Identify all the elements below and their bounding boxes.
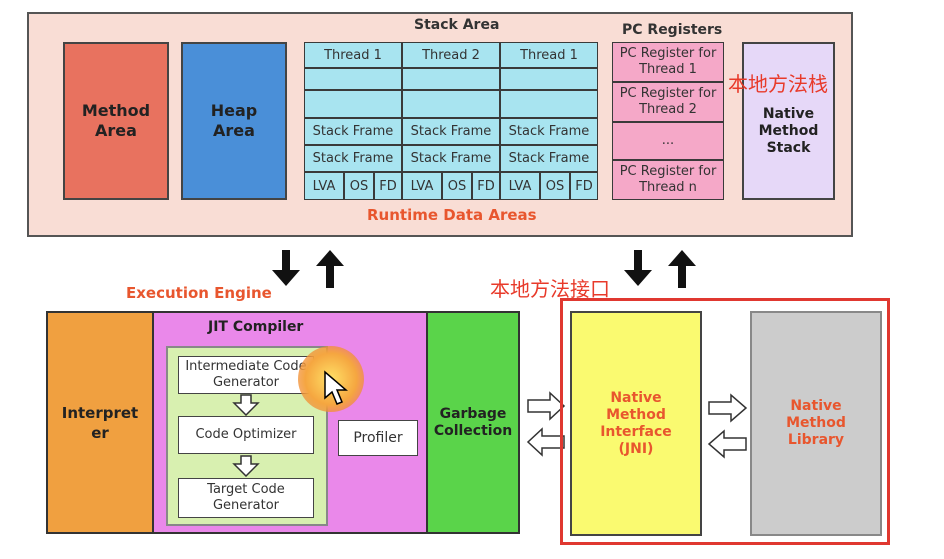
stack-cell: [402, 90, 500, 118]
stack-frame-cell: Stack Frame: [402, 118, 500, 145]
stack-frame-cell: Stack Frame: [304, 118, 402, 145]
up-arrow-icon: [668, 250, 696, 288]
down-arrow-icon: [624, 250, 652, 286]
native-method-interface: Native Method Interface (JNI): [570, 311, 702, 536]
stack-area-title: Stack Area: [414, 17, 500, 33]
up-down-arrows-right: [624, 250, 696, 288]
method-area: Method Area: [63, 42, 169, 200]
stack-frame-cell: Stack Frame: [500, 145, 598, 172]
fd-cell: FD: [472, 172, 500, 200]
os-cell: OS: [540, 172, 570, 200]
stack-cell: [402, 68, 500, 90]
heap-area: Heap Area: [181, 42, 287, 200]
native-interface-cn-label: 本地方法接口: [490, 277, 610, 301]
up-arrow-icon: [316, 250, 344, 288]
right-hollow-arrow-icon: [527, 391, 566, 421]
native-interface-highlight: [560, 298, 890, 545]
lva-cell: LVA: [402, 172, 442, 200]
interpreter: Interpret er: [46, 311, 154, 534]
stack-frame-cell: Stack Frame: [500, 118, 598, 145]
up-down-arrows-left: [272, 250, 344, 288]
fd-cell: FD: [374, 172, 402, 200]
thread-cell: Thread 1: [500, 42, 598, 68]
pc-register: PC Register for Thread n: [612, 160, 724, 200]
native-method-library: Native Method Library: [750, 311, 882, 536]
stack-cell: [304, 68, 402, 90]
stack-cell: [500, 90, 598, 118]
thread-cell: Thread 1: [304, 42, 402, 68]
target-code-generator: Target Code Generator: [178, 478, 314, 518]
pc-registers-title: PC Registers: [622, 22, 723, 38]
stack-cell: [304, 90, 402, 118]
jni-library-arrows: [707, 393, 748, 459]
intermediate-code-generator: Intermediate Code Generator: [178, 356, 314, 394]
execution-engine-label: Execution Engine: [126, 284, 272, 302]
pc-register: PC Register for Thread 2: [612, 82, 724, 122]
stack-area: Thread 1 Thread 2 Thread 1 Stack Frame S…: [304, 42, 598, 200]
thread-cell: Thread 2: [402, 42, 500, 68]
pc-register-ellipsis: ...: [612, 122, 724, 160]
profiler: Profiler: [338, 420, 418, 456]
native-method-stack: Native Method Stack: [742, 42, 835, 200]
down-hollow-arrow-icon: [232, 455, 260, 477]
down-arrow-icon: [272, 250, 300, 286]
stack-frame-cell: Stack Frame: [304, 145, 402, 172]
os-cell: OS: [344, 172, 374, 200]
mouse-cursor-icon: [324, 370, 348, 405]
right-hollow-arrow-icon: [708, 393, 748, 423]
lva-cell: LVA: [500, 172, 540, 200]
left-hollow-arrow-icon: [526, 427, 565, 457]
left-hollow-arrow-icon: [707, 429, 747, 459]
jit-compiler-title: JIT Compiler: [208, 319, 304, 335]
code-optimizer: Code Optimizer: [178, 416, 314, 454]
lva-cell: LVA: [304, 172, 344, 200]
native-method-stack-cn-label: 本地方法栈: [728, 72, 828, 96]
stack-cell: [500, 68, 598, 90]
runtime-data-areas-label: Runtime Data Areas: [367, 206, 537, 224]
garbage-collection: Garbage Collection: [426, 311, 520, 534]
pc-register: PC Register for Thread 1: [612, 42, 724, 82]
down-hollow-arrow-icon: [232, 394, 260, 416]
fd-cell: FD: [570, 172, 598, 200]
os-cell: OS: [442, 172, 472, 200]
stack-frame-cell: Stack Frame: [402, 145, 500, 172]
